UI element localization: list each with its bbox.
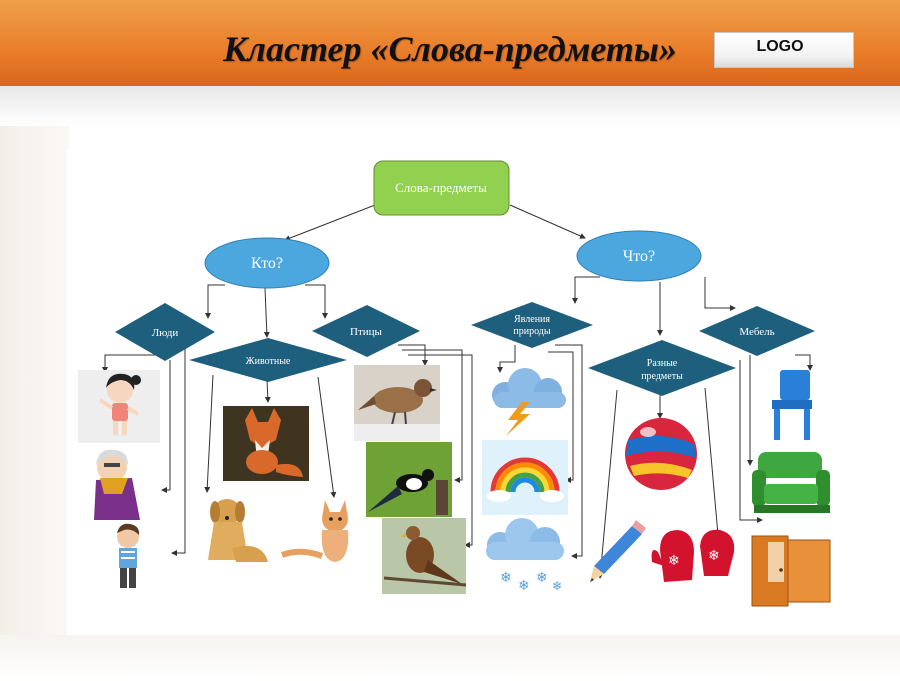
various-node: Разные предметы xyxy=(588,340,736,396)
thunderstorm-cloud-picture xyxy=(492,368,566,436)
root-node: Слова-предметы xyxy=(373,160,510,216)
animals-label: Животные xyxy=(246,356,291,367)
grandmother-picture xyxy=(94,449,140,520)
svg-text:❄: ❄ xyxy=(552,579,562,593)
people-node: Люди xyxy=(115,303,215,361)
cluster-diagram: Слова-предметы Кто? Что? Люди Животные П… xyxy=(78,160,831,607)
logo-label: LOGO xyxy=(756,38,804,55)
svg-text:❄: ❄ xyxy=(668,554,680,569)
girl-picture xyxy=(78,370,160,443)
armchair-picture xyxy=(752,452,830,513)
what-node: Что? xyxy=(576,230,702,282)
animals-node: Животные xyxy=(189,338,347,382)
snow-cloud-picture: ❄ ❄ ❄ ❄ xyxy=(486,518,564,594)
magpie-picture xyxy=(366,442,452,517)
birds-node: Птицы xyxy=(312,305,420,357)
mittens-picture: ❄ ❄ xyxy=(651,529,735,582)
connectors xyxy=(102,204,813,579)
diagram-frame: Слова-предметы Кто? Что? Люди Животные П… xyxy=(67,149,837,635)
various-label-line2: предметы xyxy=(641,371,683,382)
what-label: Что? xyxy=(623,248,655,265)
svg-text:❄: ❄ xyxy=(708,549,720,564)
furniture-node: Мебель xyxy=(699,306,815,356)
nature-label-line2: природы xyxy=(513,326,551,337)
hawk-picture xyxy=(382,518,467,594)
wardrobe-picture xyxy=(751,535,831,607)
slide-title: Кластер «Слова-предметы» xyxy=(223,29,677,69)
birds-label: Птицы xyxy=(350,326,383,338)
svg-text:❄: ❄ xyxy=(536,571,548,586)
chair-picture xyxy=(772,370,812,440)
nature-label-line1: Явления xyxy=(514,314,550,325)
people-label: Люди xyxy=(152,327,179,339)
who-node: Кто? xyxy=(204,237,330,289)
pencil-picture xyxy=(590,520,646,582)
rainbow-picture xyxy=(482,440,568,515)
svg-text:❄: ❄ xyxy=(518,579,530,594)
svg-text:❄: ❄ xyxy=(500,571,512,586)
boy-picture xyxy=(117,523,140,588)
fox-picture xyxy=(223,406,309,481)
header-shadow xyxy=(0,86,900,126)
root-node-label: Слова-предметы xyxy=(395,180,487,195)
dog-picture xyxy=(208,499,268,562)
cat-picture xyxy=(280,500,349,562)
background-decoration xyxy=(0,126,70,681)
nature-node: Явления природы xyxy=(471,302,593,348)
various-label-line1: Разные xyxy=(647,358,678,369)
furniture-label: Мебель xyxy=(739,326,774,338)
background-bottom xyxy=(0,635,900,681)
logo: LOGO xyxy=(714,32,854,68)
ball-picture xyxy=(625,418,697,490)
sparrow-picture xyxy=(354,365,440,441)
who-label: Кто? xyxy=(251,255,283,272)
